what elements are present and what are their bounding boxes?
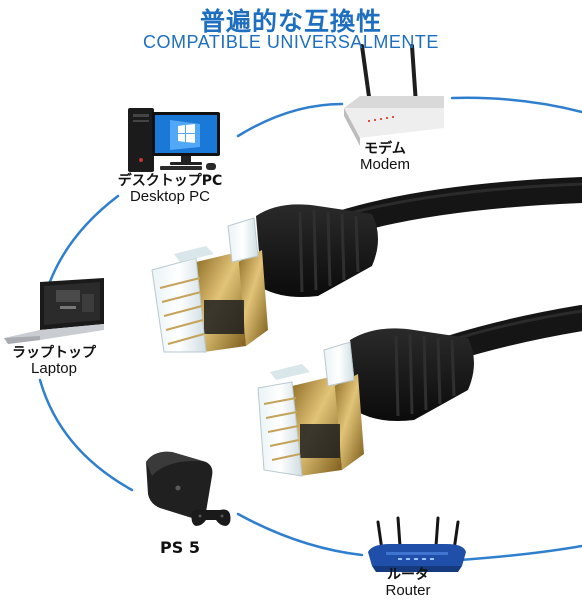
label-router-en: Router — [385, 581, 431, 599]
heading-japanese: 普遍的な互換性 — [199, 7, 382, 36]
router-icon — [368, 516, 466, 572]
label-laptop-jp: ラップトップ — [12, 345, 96, 361]
arc-desktop-to-modem — [236, 102, 344, 138]
label-laptop: ラップトップ Laptop — [0, 346, 108, 376]
label-router-jp: ルータ — [387, 567, 429, 583]
label-modem: モデム Modem — [344, 142, 426, 172]
label-desktop-pc-en: Desktop PC — [129, 187, 211, 205]
label-router: ルータ Router — [370, 568, 446, 598]
arc-laptop-to-ps5 — [38, 378, 134, 492]
label-laptop-en: Laptop — [31, 359, 77, 377]
label-modem-en: Modem — [359, 155, 411, 173]
label-desktop-pc-jp: デスクトップPC — [117, 173, 223, 189]
connection-arcs — [38, 96, 582, 562]
label-modem-jp: モデム — [364, 141, 406, 157]
lower-rj45-connector — [257, 328, 474, 477]
arc-router-to-edge — [458, 544, 582, 562]
modem-icon — [344, 44, 444, 146]
heading-english: COMPATIBLE UNIVERSALMENTE — [143, 32, 439, 52]
laptop-icon — [4, 278, 104, 344]
upper-rj45-connector — [151, 204, 378, 353]
label-ps5: PS 5 — [148, 538, 212, 557]
ethernet-cables — [151, 177, 582, 477]
desktop-pc-icon — [128, 108, 220, 172]
arc-ps5-to-router — [236, 512, 364, 557]
label-ps5-text: PS 5 — [160, 538, 200, 557]
arc-modem-to-edge — [450, 96, 582, 114]
ps5-icon — [146, 451, 231, 526]
label-desktop-pc: デスクトップPC Desktop PC — [100, 174, 240, 204]
